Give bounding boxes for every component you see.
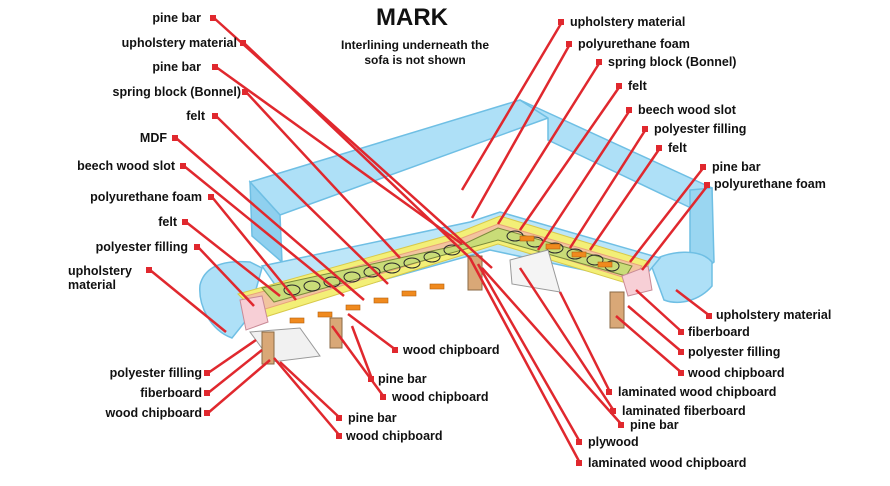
left-label-14: wood chipboard bbox=[105, 406, 202, 420]
bottom-label-4: pine bar bbox=[348, 411, 397, 425]
leader-markers bbox=[146, 15, 712, 466]
right-label-5: beech wood slot bbox=[638, 103, 736, 117]
left-label-11: upholstery material bbox=[68, 264, 132, 292]
beech-slats bbox=[289, 235, 613, 324]
left-label-2: upholstery material bbox=[121, 36, 237, 50]
right-label-8: pine bar bbox=[712, 160, 761, 174]
right-label-15: laminated fiberboard bbox=[622, 404, 746, 418]
left-label-7: beech wood slot bbox=[77, 159, 175, 173]
sofa-body bbox=[199, 99, 715, 365]
right-label-4: felt bbox=[628, 79, 647, 93]
right-label-9: polyurethane foam bbox=[714, 177, 826, 191]
left-label-1: pine bar bbox=[152, 11, 201, 25]
bottom-label-5: wood chipboard bbox=[346, 429, 443, 443]
diagram-subtitle: Interlining underneath the sofa is not s… bbox=[340, 38, 489, 67]
left-label-4: spring block (Bonnel) bbox=[112, 85, 241, 99]
right-label-1: upholstery material bbox=[570, 15, 686, 29]
left-label-6: MDF bbox=[139, 131, 167, 145]
left-label-3: pine bar bbox=[152, 60, 201, 74]
bottom-label-3: wood chipboard bbox=[392, 390, 489, 404]
right-label-6: polyester filling bbox=[654, 122, 747, 136]
left-label-13: fiberboard bbox=[140, 386, 202, 400]
left-label-12: polyester filling bbox=[109, 366, 202, 380]
right-label-12: polyester filling bbox=[688, 345, 781, 359]
left-label-5: felt bbox=[186, 109, 205, 123]
right-label-16: pine bar bbox=[630, 418, 679, 432]
right-label-7: felt bbox=[668, 141, 687, 155]
leader-lines bbox=[149, 17, 711, 464]
right-label-13: wood chipboard bbox=[688, 366, 785, 380]
left-label-10: polyester filling bbox=[95, 240, 188, 254]
pillow-end-left bbox=[239, 295, 269, 331]
leg-left bbox=[261, 331, 275, 365]
right-label-14: laminated wood chipboard bbox=[618, 385, 777, 399]
right-label-10: upholstery material bbox=[716, 308, 832, 322]
right-armrest bbox=[649, 251, 713, 304]
right-label-18: laminated wood chipboard bbox=[588, 456, 747, 470]
bottom-label-1: wood chipboard bbox=[403, 343, 500, 357]
backrest-short bbox=[519, 99, 713, 220]
right-label-3: spring block (Bonnel) bbox=[608, 55, 737, 69]
pillow-end-right bbox=[621, 265, 653, 297]
right-label-11: fiberboard bbox=[688, 325, 750, 339]
frame-board-left bbox=[249, 327, 321, 363]
right-label-17: plywood bbox=[588, 435, 639, 449]
left-label-8: polyurethane foam bbox=[90, 190, 202, 204]
bottom-label-2: pine bar bbox=[378, 372, 427, 386]
diagram-title: MARK bbox=[376, 4, 448, 31]
leg-center bbox=[467, 255, 483, 291]
right-label-2: polyurethane foam bbox=[578, 37, 690, 51]
left-label-9: felt bbox=[158, 215, 177, 229]
